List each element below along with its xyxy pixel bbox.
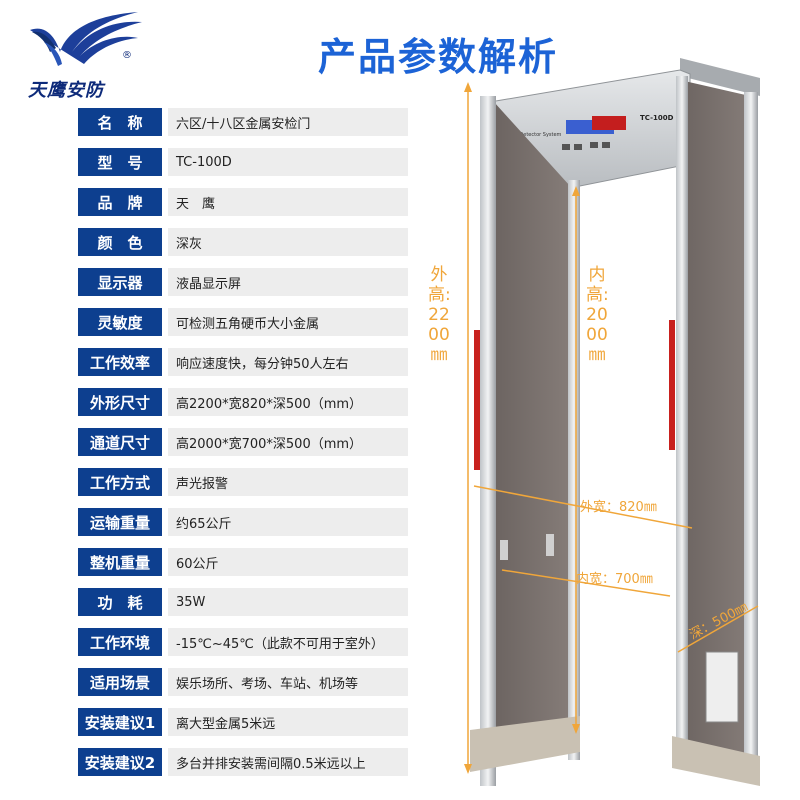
- metal-detector-gate-illustration: Metal Detector System TC-100D: [428, 40, 800, 800]
- brand-logo: ® 天鹰安防: [18, 8, 158, 101]
- spec-label: 工作环境: [78, 628, 162, 656]
- eagle-logo-icon: [30, 12, 142, 66]
- spec-label: 通道尺寸: [78, 428, 162, 456]
- spec-row: 功 耗 35W: [78, 588, 408, 616]
- spec-label: 型 号: [78, 148, 162, 176]
- spec-row: 型 号 TC-100D: [78, 148, 408, 176]
- spec-label: 适用场景: [78, 668, 162, 696]
- spec-label: 工作方式: [78, 468, 162, 496]
- spec-value: 多台并排安装需间隔0.5米远以上: [168, 748, 408, 776]
- outer-width-label: 外宽：820㎜: [580, 500, 657, 515]
- spec-value: 响应速度快，每分钟50人左右: [168, 348, 408, 376]
- spec-value: 离大型金属5米远: [168, 708, 408, 736]
- spec-label: 整机重量: [78, 548, 162, 576]
- spec-row: 颜 色 深灰: [78, 228, 408, 256]
- spec-value: 娱乐场所、考场、车站、机场等: [168, 668, 408, 696]
- spec-row: 显示器 液晶显示屏: [78, 268, 408, 296]
- gate-drawing: Metal Detector System TC-100D: [464, 58, 760, 786]
- spec-value: 高2200*宽820*深500（mm）: [168, 388, 408, 416]
- spec-value: 天 鹰: [168, 188, 408, 216]
- spec-label: 显示器: [78, 268, 162, 296]
- spec-row: 安装建议2 多台并排安装需间隔0.5米远以上: [78, 748, 408, 776]
- registered-mark: ®: [122, 50, 132, 61]
- spec-row: 外形尺寸 高2200*宽820*深500（mm）: [78, 388, 408, 416]
- spec-row: 品 牌 天 鹰: [78, 188, 408, 216]
- panel-brand: Metal Detector System: [504, 132, 562, 138]
- spec-value: 深灰: [168, 228, 408, 256]
- led-display: [592, 116, 626, 130]
- spec-value: 35W: [168, 588, 408, 616]
- spec-value: TC-100D: [168, 148, 408, 176]
- brand-name: 天鹰安防: [28, 80, 104, 101]
- spec-row: 运输重量 约65公斤: [78, 508, 408, 536]
- inner-width-label: 内宽：700㎜: [576, 572, 653, 587]
- left-alarm-light: [474, 330, 480, 470]
- spec-label: 功 耗: [78, 588, 162, 616]
- spec-row: 整机重量 60公斤: [78, 548, 408, 576]
- spec-label: 颜 色: [78, 228, 162, 256]
- spec-value: 约65公斤: [168, 508, 408, 536]
- spec-label: 灵敏度: [78, 308, 162, 336]
- right-alarm-light: [669, 320, 675, 450]
- spec-label: 名 称: [78, 108, 162, 136]
- spec-row: 灵敏度 可检测五角硬币大小金属: [78, 308, 408, 336]
- spec-label: 安装建议1: [78, 708, 162, 736]
- spec-value: 六区/十八区金属安检门: [168, 108, 408, 136]
- spec-value: 可检测五角硬币大小金属: [168, 308, 408, 336]
- outer-height-label: 外高:2200㎜: [428, 265, 451, 365]
- spec-label: 外形尺寸: [78, 388, 162, 416]
- spec-row: 工作环境 -15℃~45℃（此款不可用于室外）: [78, 628, 408, 656]
- spec-label: 安装建议2: [78, 748, 162, 776]
- spec-value: 液晶显示屏: [168, 268, 408, 296]
- spec-row: 安装建议1 离大型金属5米远: [78, 708, 408, 736]
- spec-row: 适用场景 娱乐场所、考场、车站、机场等: [78, 668, 408, 696]
- spec-label: 运输重量: [78, 508, 162, 536]
- spec-row: 名 称 六区/十八区金属安检门: [78, 108, 408, 136]
- power-socket-panel: [705, 651, 739, 723]
- spec-label: 工作效率: [78, 348, 162, 376]
- spec-value: 60公斤: [168, 548, 408, 576]
- spec-row: 工作方式 声光报警: [78, 468, 408, 496]
- panel-model: TC-100D: [640, 114, 674, 122]
- spec-label: 品 牌: [78, 188, 162, 216]
- page-title: 产品参数解析: [318, 35, 559, 79]
- spec-row: 工作效率 响应速度快，每分钟50人左右: [78, 348, 408, 376]
- spec-value: 声光报警: [168, 468, 408, 496]
- spec-row: 通道尺寸 高2000*宽700*深500（mm）: [78, 428, 408, 456]
- spec-value: -15℃~45℃（此款不可用于室外）: [168, 628, 408, 656]
- spec-value: 高2000*宽700*深500（mm）: [168, 428, 408, 456]
- inner-height-label: 内高:2000㎜: [586, 265, 609, 365]
